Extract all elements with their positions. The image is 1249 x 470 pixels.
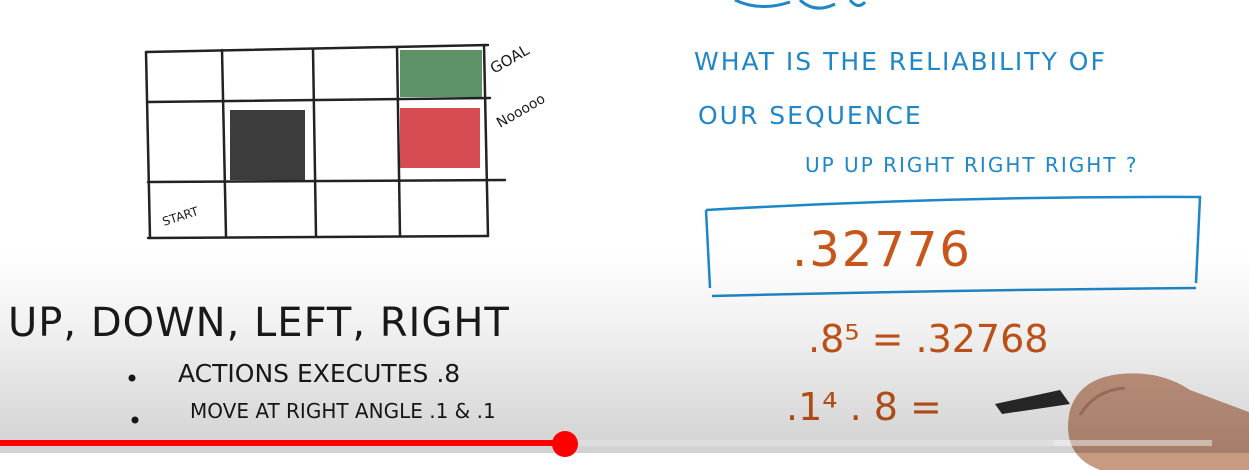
calc-line-2: .1⁴ . 8 = xyxy=(786,385,942,429)
question-line-1: WHAT IS THE RELIABILITY OF xyxy=(694,47,1107,76)
wall-cell xyxy=(230,110,305,180)
goal-label: GOAL xyxy=(487,41,533,78)
scrubber-handle[interactable] xyxy=(551,431,578,457)
answer-box xyxy=(704,195,1202,289)
answer-value: .32776 xyxy=(792,222,972,278)
pen-icon xyxy=(995,390,1070,414)
whiteboard-canvas: GOAL Nooooo START UP, DOWN, LEFT, RIGHT … xyxy=(8,0,1202,429)
pit-cell xyxy=(400,108,480,168)
cropped-title-mark xyxy=(734,0,867,10)
bullet-move-right-angle: MOVE AT RIGHT ANGLE .1 & .1 xyxy=(190,399,496,423)
pit-label: Nooooo xyxy=(494,91,548,132)
calc-line-1: .8⁵ = .32768 xyxy=(808,317,1048,361)
bullet-actions-executes: ACTIONS EXECUTES .8 xyxy=(178,359,460,388)
progress-bar[interactable] xyxy=(0,431,1249,457)
bullet-dot xyxy=(128,374,136,382)
goal-cell xyxy=(400,50,482,97)
answer-underline xyxy=(711,286,1197,298)
bullet-dot xyxy=(131,416,139,424)
grid-world xyxy=(144,43,507,240)
progress-played xyxy=(0,440,565,446)
start-label: START xyxy=(161,204,201,229)
question-line-2: OUR SEQUENCE xyxy=(698,101,923,130)
hand-image xyxy=(1068,373,1249,470)
actions-heading: UP, DOWN, LEFT, RIGHT xyxy=(8,300,510,346)
question-line-3: UP UP RIGHT RIGHT RIGHT ? xyxy=(805,153,1138,177)
